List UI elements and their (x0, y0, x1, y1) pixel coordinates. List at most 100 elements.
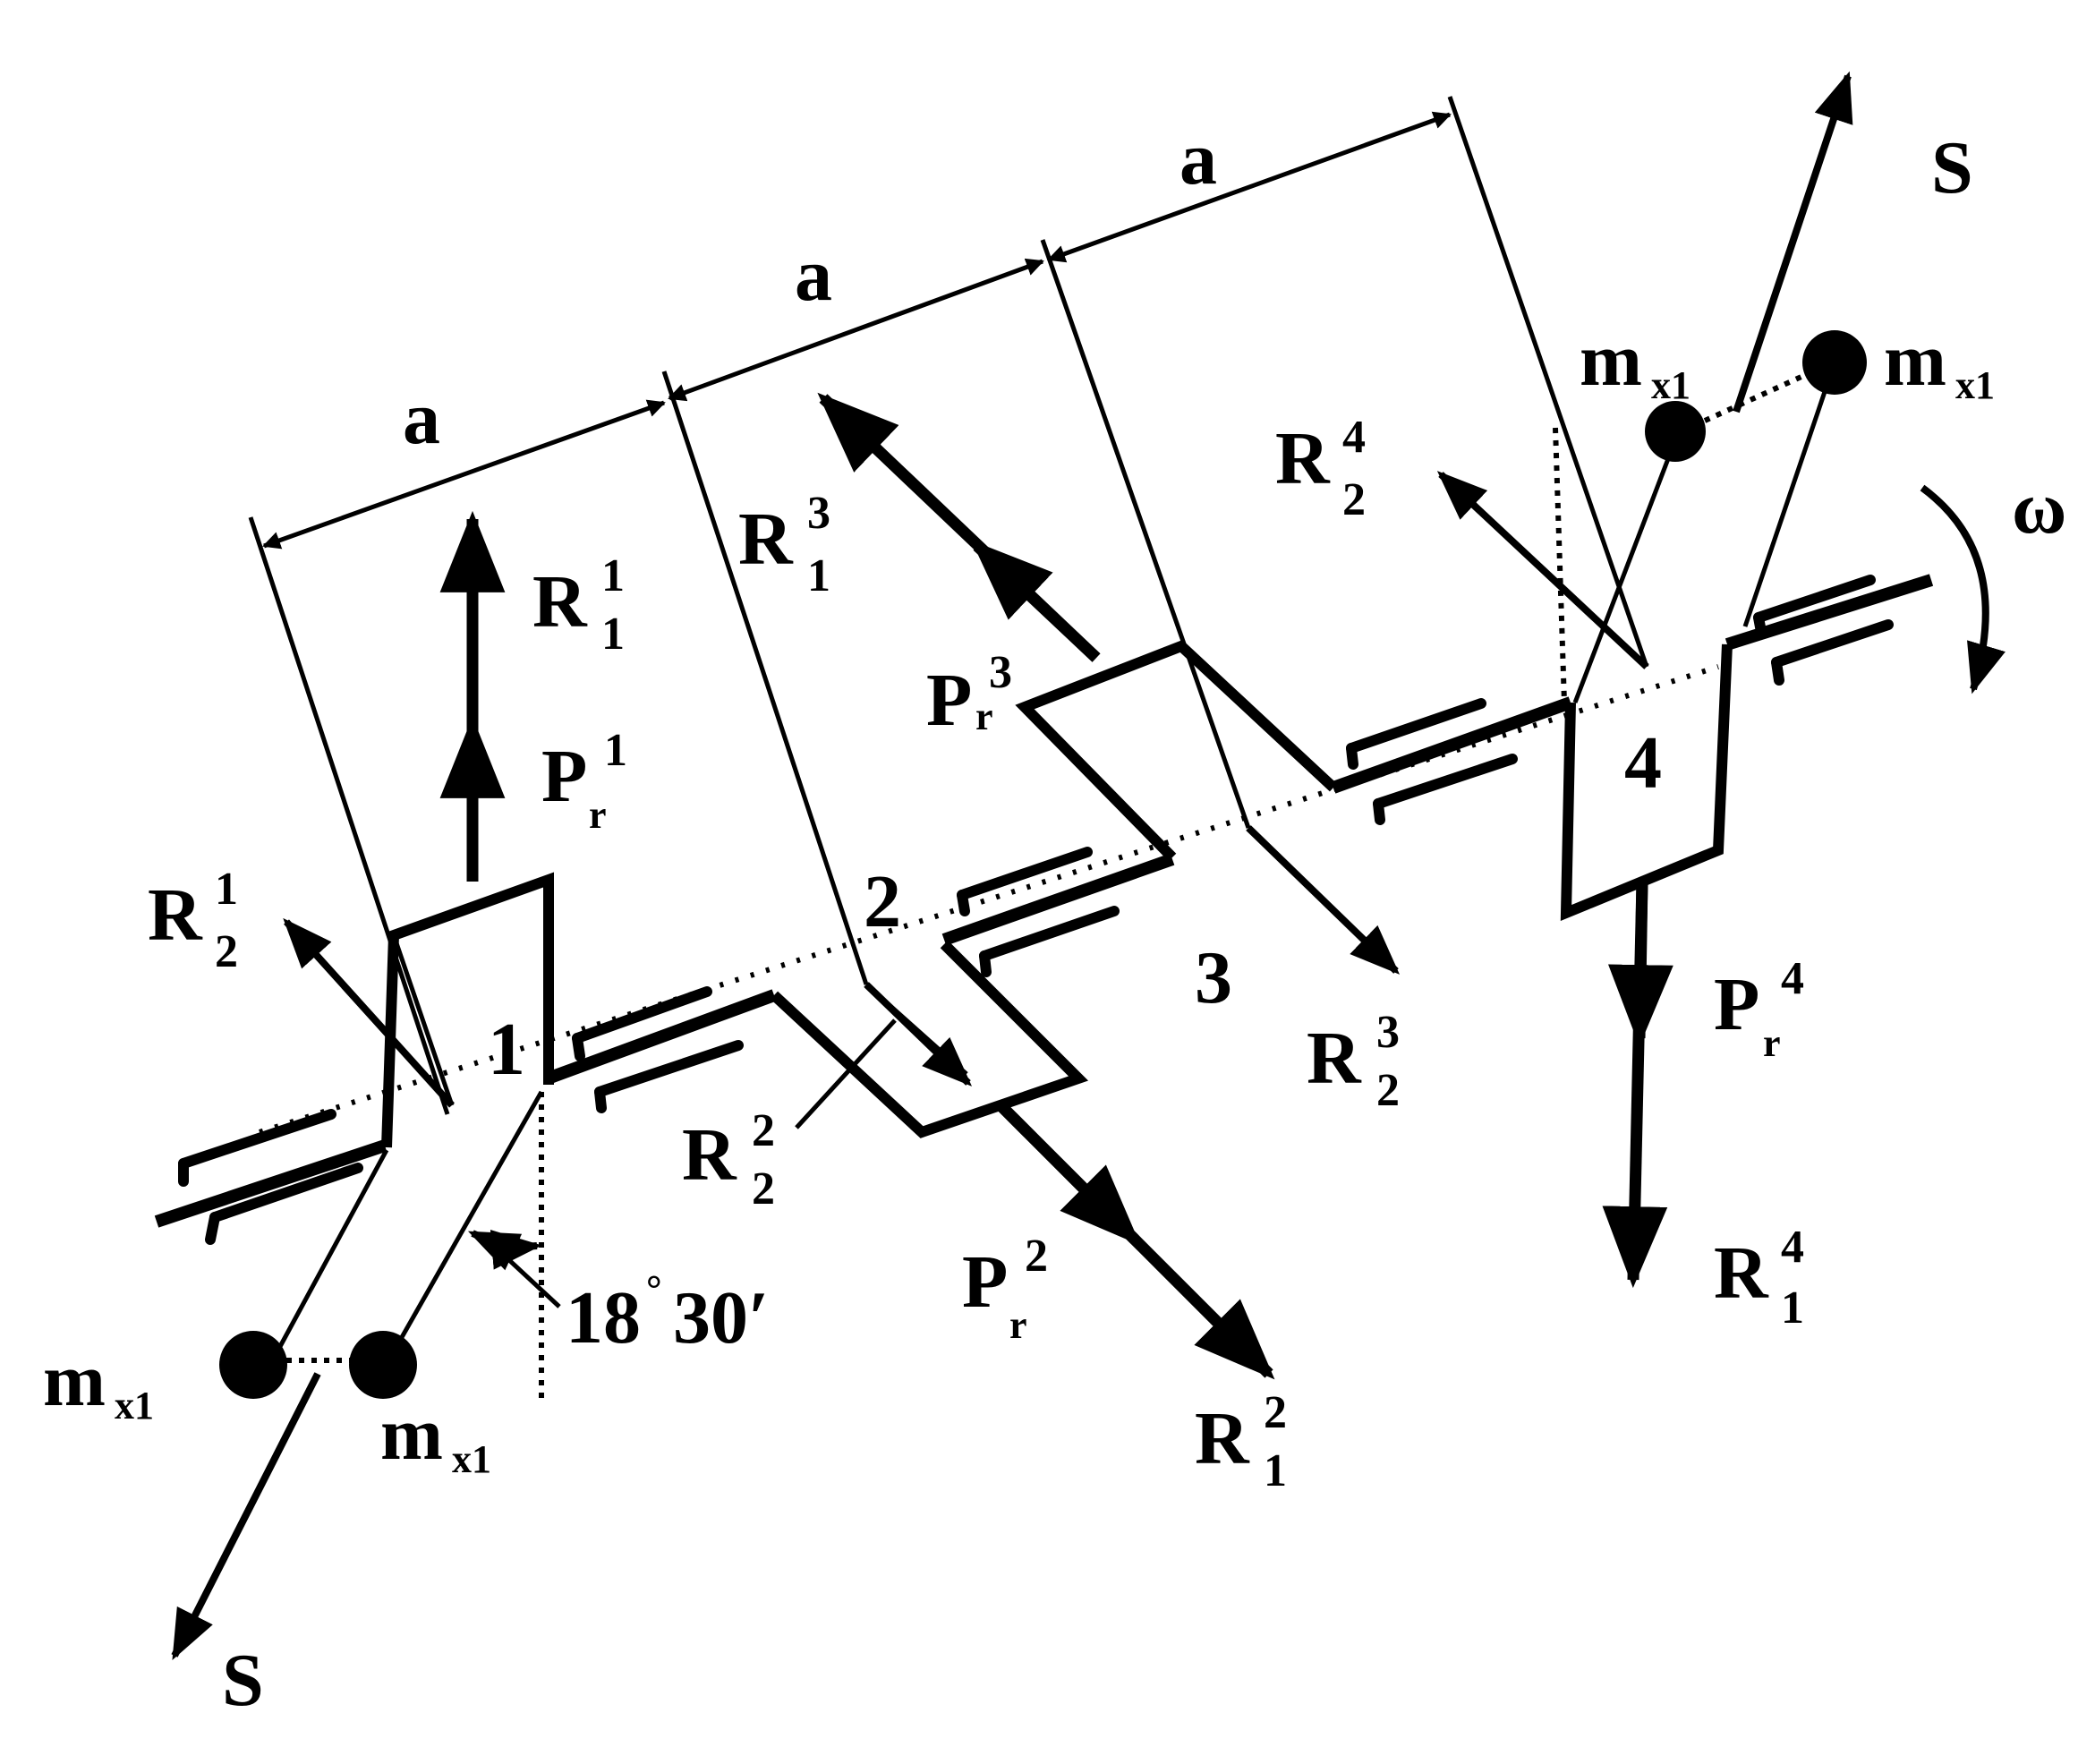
label-R1-2-sub: 1 (1264, 1445, 1287, 1496)
force-R2-1-arrow (283, 917, 455, 1108)
label-Pr1-sup: 1 (604, 725, 627, 776)
rotation-arrow (1920, 484, 2006, 695)
crank-3 (1015, 640, 1338, 862)
dim-line-1 (262, 399, 666, 550)
label-omega: ω (2012, 466, 2066, 550)
label-R2-1-sub: 2 (215, 926, 238, 977)
label-Pr3: P (926, 659, 972, 742)
label-R2-2-sub: 2 (752, 1163, 775, 1214)
mass-1a (219, 1331, 287, 1399)
counterweight-rod-4b (1742, 375, 1833, 627)
label-R1-3-sub: 1 (807, 550, 830, 601)
counterweight-rod-1a (275, 1148, 389, 1353)
crank-2 (770, 940, 1089, 1138)
bearing-2 (572, 986, 744, 1113)
label-R2-4: R (1275, 417, 1331, 500)
dim-extension-1 (248, 516, 450, 1115)
dim-label-1: a (403, 377, 440, 460)
force-R2-3-arrow (1246, 825, 1401, 975)
shaft-segment-1-2 (545, 989, 777, 1085)
label-Pr1-sub: r (589, 793, 607, 837)
force-S-left-arrow (171, 1372, 321, 1660)
dim-line-3 (1047, 111, 1452, 263)
label-Pr3-sub: r (975, 695, 993, 738)
label-R2-4-sub: 2 (1342, 474, 1366, 525)
label-R2-2-sup: 2 (752, 1105, 775, 1156)
angle-deg: 18 (566, 1276, 641, 1359)
label-Pr4-sub: r (1763, 1021, 1781, 1065)
label-R1-1-sub: 1 (601, 609, 625, 660)
bearing-1 (178, 1109, 363, 1245)
label-m-1a-sub: x1 (115, 1384, 154, 1427)
shaft-axis (259, 664, 1719, 1135)
dim-extension-3 (1040, 239, 1251, 829)
label-Pr4-sup: 4 (1781, 953, 1804, 1004)
dim-line-2 (668, 258, 1044, 402)
label-Pr1: P (541, 735, 587, 818)
mass-4b (1802, 330, 1867, 395)
label-Pr2: P (962, 1240, 1008, 1324)
force-R2-2-arrow (864, 982, 973, 1087)
angle-deg-sign: ° (646, 1267, 662, 1311)
label-R2-4-sup: 4 (1342, 412, 1366, 463)
crank-number-1: 1 (488, 1008, 525, 1091)
shaft-end-left (154, 1139, 387, 1228)
mass-4a (1645, 401, 1706, 462)
mass-link-4 (1703, 373, 1805, 423)
crank-number-3: 3 (1195, 936, 1232, 1019)
crank-number-2: 2 (864, 860, 901, 943)
label-R2-2: R (682, 1113, 737, 1197)
bearing-3 (957, 847, 1120, 977)
shaft-segment-3-4 (1331, 696, 1573, 794)
label-R2-1-sup: 1 (215, 864, 238, 915)
label-R2-3-sub: 2 (1376, 1065, 1400, 1116)
label-R1-4-sup: 4 (1781, 1222, 1804, 1273)
label-Pr2-sup: 2 (1025, 1231, 1048, 1282)
angle-min: 30′ (673, 1276, 770, 1359)
label-R2-1: R (148, 873, 203, 957)
label-R2-3-sup: 3 (1376, 1007, 1400, 1058)
label-R1-2: R (1195, 1397, 1250, 1480)
dim-label-2: a (795, 234, 832, 317)
dim-extension-2 (661, 371, 869, 985)
label-S-right: S (1931, 126, 1973, 209)
force-Pr4-arrow-head (1608, 881, 1673, 1047)
label-R1-4-sub: 1 (1781, 1283, 1804, 1334)
label-m-4b: m (1884, 319, 1946, 402)
label-R1-3: R (738, 498, 794, 581)
crank-1-diag (391, 934, 455, 1106)
label-m-1b: m (380, 1393, 443, 1476)
shaft-segment-2-3 (941, 853, 1175, 946)
label-R1-2-sup: 2 (1264, 1387, 1287, 1438)
label-m-4a-sub: x1 (1651, 363, 1690, 407)
counterweight-rod-1b (391, 1090, 544, 1353)
angle-arc (467, 1229, 542, 1271)
label-m-4a: m (1580, 319, 1642, 402)
force-S-right-arrow (1733, 71, 1853, 413)
mass-1b (349, 1331, 417, 1399)
dim-label-3: a (1180, 117, 1217, 200)
counterweight-rod-4a (1572, 456, 1672, 703)
label-Pr4: P (1714, 963, 1759, 1046)
label-Pr2-sub: r (1009, 1303, 1027, 1347)
bearing-4 (1346, 698, 1518, 825)
label-R1-1: R (532, 560, 588, 643)
R2-2-leader (795, 1018, 897, 1129)
label-m-4b-sub: x1 (1955, 363, 1995, 407)
label-Pr3-sup: 3 (989, 647, 1012, 698)
label-R1-3-sup: 3 (807, 488, 830, 539)
label-R1-4: R (1714, 1231, 1769, 1315)
label-R2-3: R (1307, 1017, 1362, 1100)
force-Pr2-arrow-head (996, 1101, 1141, 1246)
crank-number-4: 4 (1624, 721, 1662, 805)
label-m-1a: m (43, 1339, 106, 1422)
label-m-1b-sub: x1 (452, 1437, 491, 1481)
dim-extension-4 (1447, 96, 1649, 668)
angle-leader (495, 1247, 561, 1308)
label-R1-1-sup: 1 (601, 550, 625, 601)
crank-4-vertical-dotted (1553, 427, 1567, 703)
label-S-left: S (222, 1639, 264, 1722)
bearing-5 (1753, 575, 1894, 686)
force-Pr3-arrow-head (971, 540, 1101, 662)
